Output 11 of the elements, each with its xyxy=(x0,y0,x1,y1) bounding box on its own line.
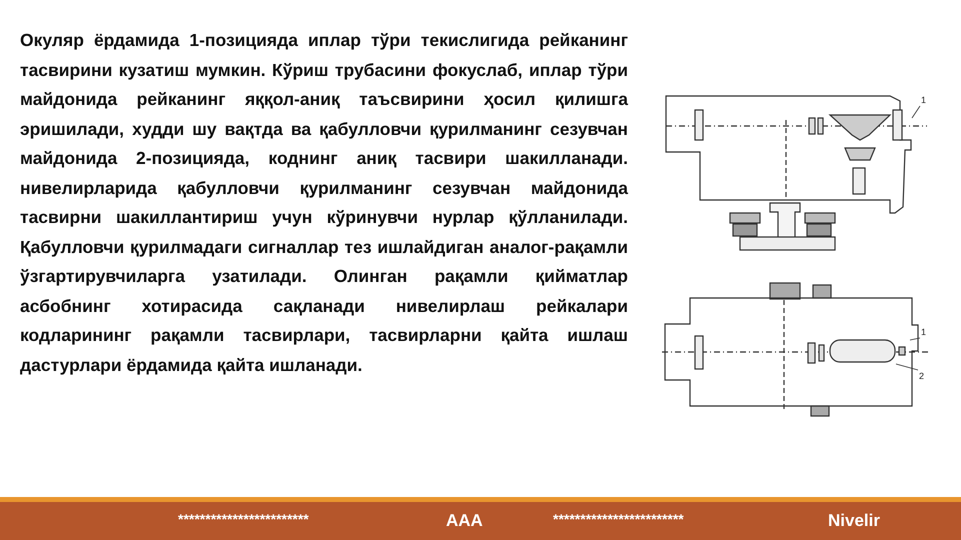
paragraph: Окуляр ёрдамида 1-позицияда иплар тўри текислигида рейканинг тасвирини кузатиш мумкин. Кўриш трубасини фокуслаб, иплар тўри майдонида рейканинг яққол-аниқ таъсвирини ҳосил қилишга эришилади, худди шу вақтда ва қабулловчи қурилманинг сезувчан майдонида 2-позицияда, коднинг аниқ тасвири шакилланади. нивелирларида қабулловчи қурилманинг сезувчан майдонида тасвирни шакиллантириш учун кўринувчи нурлар қўлланилади. Қабулловчи қурилмадаги сигналлар тез ишлайдиган аналог-рақамли ўзгартирувчиларга узатилади. Олинган рақамли қийматлар асбобнинг хотирасида сақланади нивелирлаш рейкалари кодларининг рақамли тасвирлари, тасвирларни қайта ишлаш дастурлари ёрдамида қайта ишланади. xyxy=(20,29,628,377)
footer-text: ************************ xyxy=(178,511,309,527)
footer-text: AAA xyxy=(446,511,483,531)
footer-text: Nivelir xyxy=(828,511,880,531)
leader-line xyxy=(912,106,920,118)
callout-number: 2 xyxy=(919,371,924,381)
callout-number: 1 xyxy=(921,95,926,105)
callout-number: 1 xyxy=(921,327,926,337)
footer-text: ************************ xyxy=(553,511,684,527)
leader-line xyxy=(896,364,918,370)
leader-line xyxy=(910,338,920,340)
